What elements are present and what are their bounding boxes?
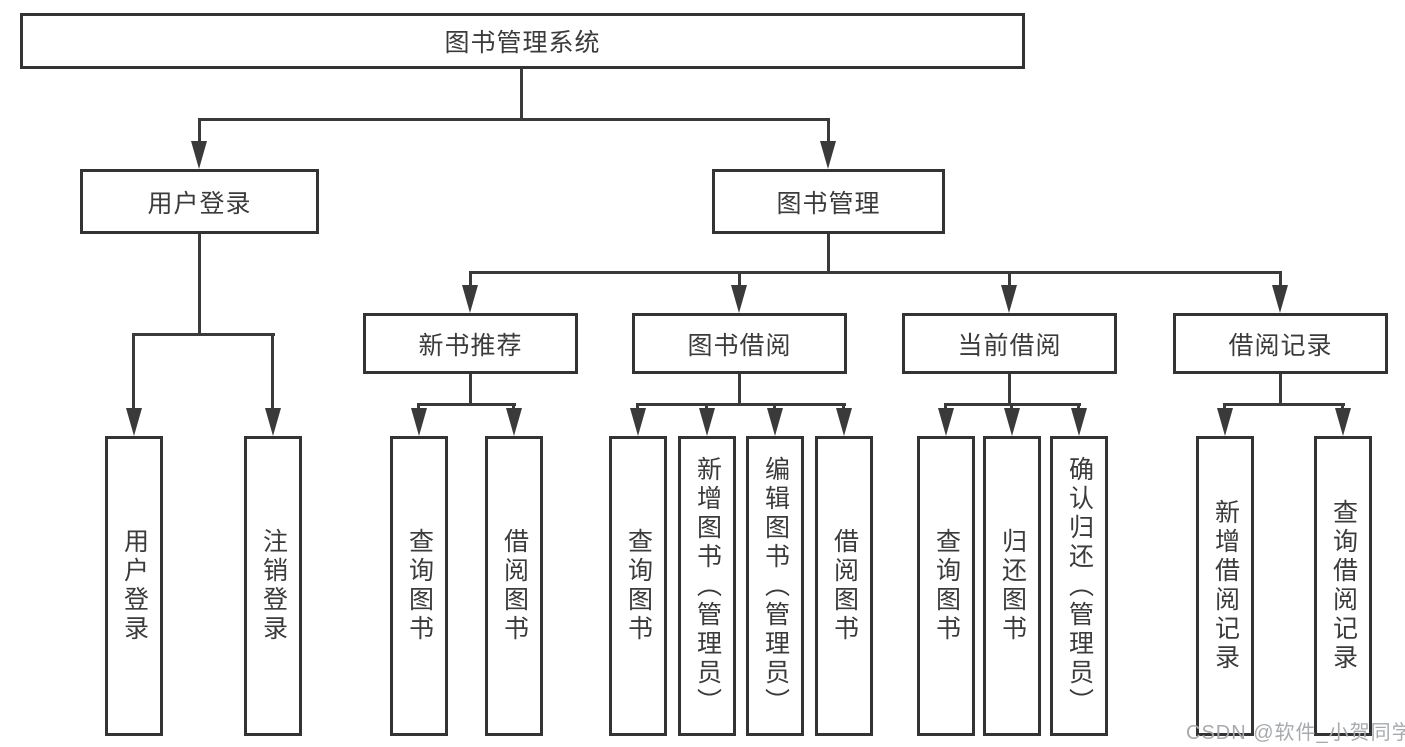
arrow-down-icon — [836, 408, 852, 436]
arrow-down-icon — [506, 408, 522, 436]
connector-line — [827, 234, 830, 273]
connector-line — [636, 403, 846, 406]
leaf-query-books-recommend: 查询图书 — [390, 436, 448, 736]
connector-line — [417, 403, 420, 412]
connector-line — [469, 271, 472, 287]
connector-line — [1279, 374, 1282, 405]
connector-line — [773, 403, 776, 412]
leaf-query-books-current: 查询图书 — [917, 436, 975, 736]
connector-line — [738, 271, 741, 287]
connector-line — [198, 234, 201, 335]
arrow-down-icon — [820, 141, 836, 169]
arrow-down-icon — [630, 408, 646, 436]
node-borrowing-records: 借阅记录 — [1173, 313, 1388, 374]
arrow-down-icon — [462, 285, 478, 313]
node-book-borrowing: 图书借阅 — [632, 313, 847, 374]
arrow-down-icon — [1071, 408, 1087, 436]
connector-line — [1077, 403, 1080, 412]
connector-line — [198, 118, 201, 144]
leaf-confirm-return-admin: 确认归还（管理员） — [1050, 436, 1108, 736]
connector-line — [132, 333, 135, 410]
arrow-down-icon — [126, 408, 142, 436]
connector-line — [512, 403, 515, 412]
node-book-management: 图书管理 — [712, 169, 945, 234]
connector-line — [1008, 374, 1011, 405]
node-new-book-recommendation: 新书推荐 — [363, 313, 578, 374]
arrow-down-icon — [265, 408, 281, 436]
leaf-query-borrow-record: 查询借阅记录 — [1314, 436, 1372, 736]
arrow-down-icon — [1004, 408, 1020, 436]
leaf-logout: 注销登录 — [244, 436, 302, 736]
arrow-down-icon — [1335, 408, 1351, 436]
connector-line — [1010, 403, 1013, 412]
connector-line — [636, 403, 639, 412]
connector-line — [738, 374, 741, 405]
connector-line — [827, 118, 830, 144]
connector-line — [469, 271, 1282, 274]
arrow-down-icon — [938, 408, 954, 436]
arrow-down-icon — [1001, 285, 1017, 313]
connector-line — [198, 118, 830, 121]
connector-line — [469, 374, 472, 405]
arrow-down-icon — [1272, 285, 1288, 313]
node-library-system: 图书管理系统 — [20, 13, 1025, 69]
connector-line — [132, 333, 275, 336]
connector-line — [1223, 403, 1345, 406]
leaf-edit-book-admin: 编辑图书（管理员） — [746, 436, 804, 736]
arrow-down-icon — [767, 408, 783, 436]
leaf-borrow-books-recommend: 借阅图书 — [485, 436, 543, 736]
arrow-down-icon — [1217, 408, 1233, 436]
leaf-add-book-admin: 新增图书（管理员） — [678, 436, 736, 736]
leaf-return-books: 归还图书 — [983, 436, 1041, 736]
arrow-down-icon — [731, 285, 747, 313]
leaf-query-books-borrowing: 查询图书 — [609, 436, 667, 736]
arrow-down-icon — [411, 408, 427, 436]
leaf-add-borrow-record: 新增借阅记录 — [1196, 436, 1254, 736]
connector-line — [417, 403, 516, 406]
watermark: CSDN @软件_小贺同学 — [1186, 722, 1405, 744]
connector-line — [1279, 271, 1282, 287]
node-user-login: 用户登录 — [80, 169, 319, 234]
arrow-down-icon — [699, 408, 715, 436]
connector-line — [944, 403, 947, 412]
connector-line — [842, 403, 845, 412]
leaf-borrow-books-borrowing: 借阅图书 — [815, 436, 873, 736]
connector-line — [1008, 271, 1011, 287]
connector-line — [1341, 403, 1344, 412]
arrow-down-icon — [191, 141, 207, 169]
node-current-borrowing: 当前借阅 — [902, 313, 1117, 374]
connector-line — [705, 403, 708, 412]
connector-line — [520, 68, 523, 120]
connector-line — [271, 333, 274, 410]
connector-line — [1223, 403, 1226, 412]
leaf-user-login: 用户登录 — [105, 436, 163, 736]
